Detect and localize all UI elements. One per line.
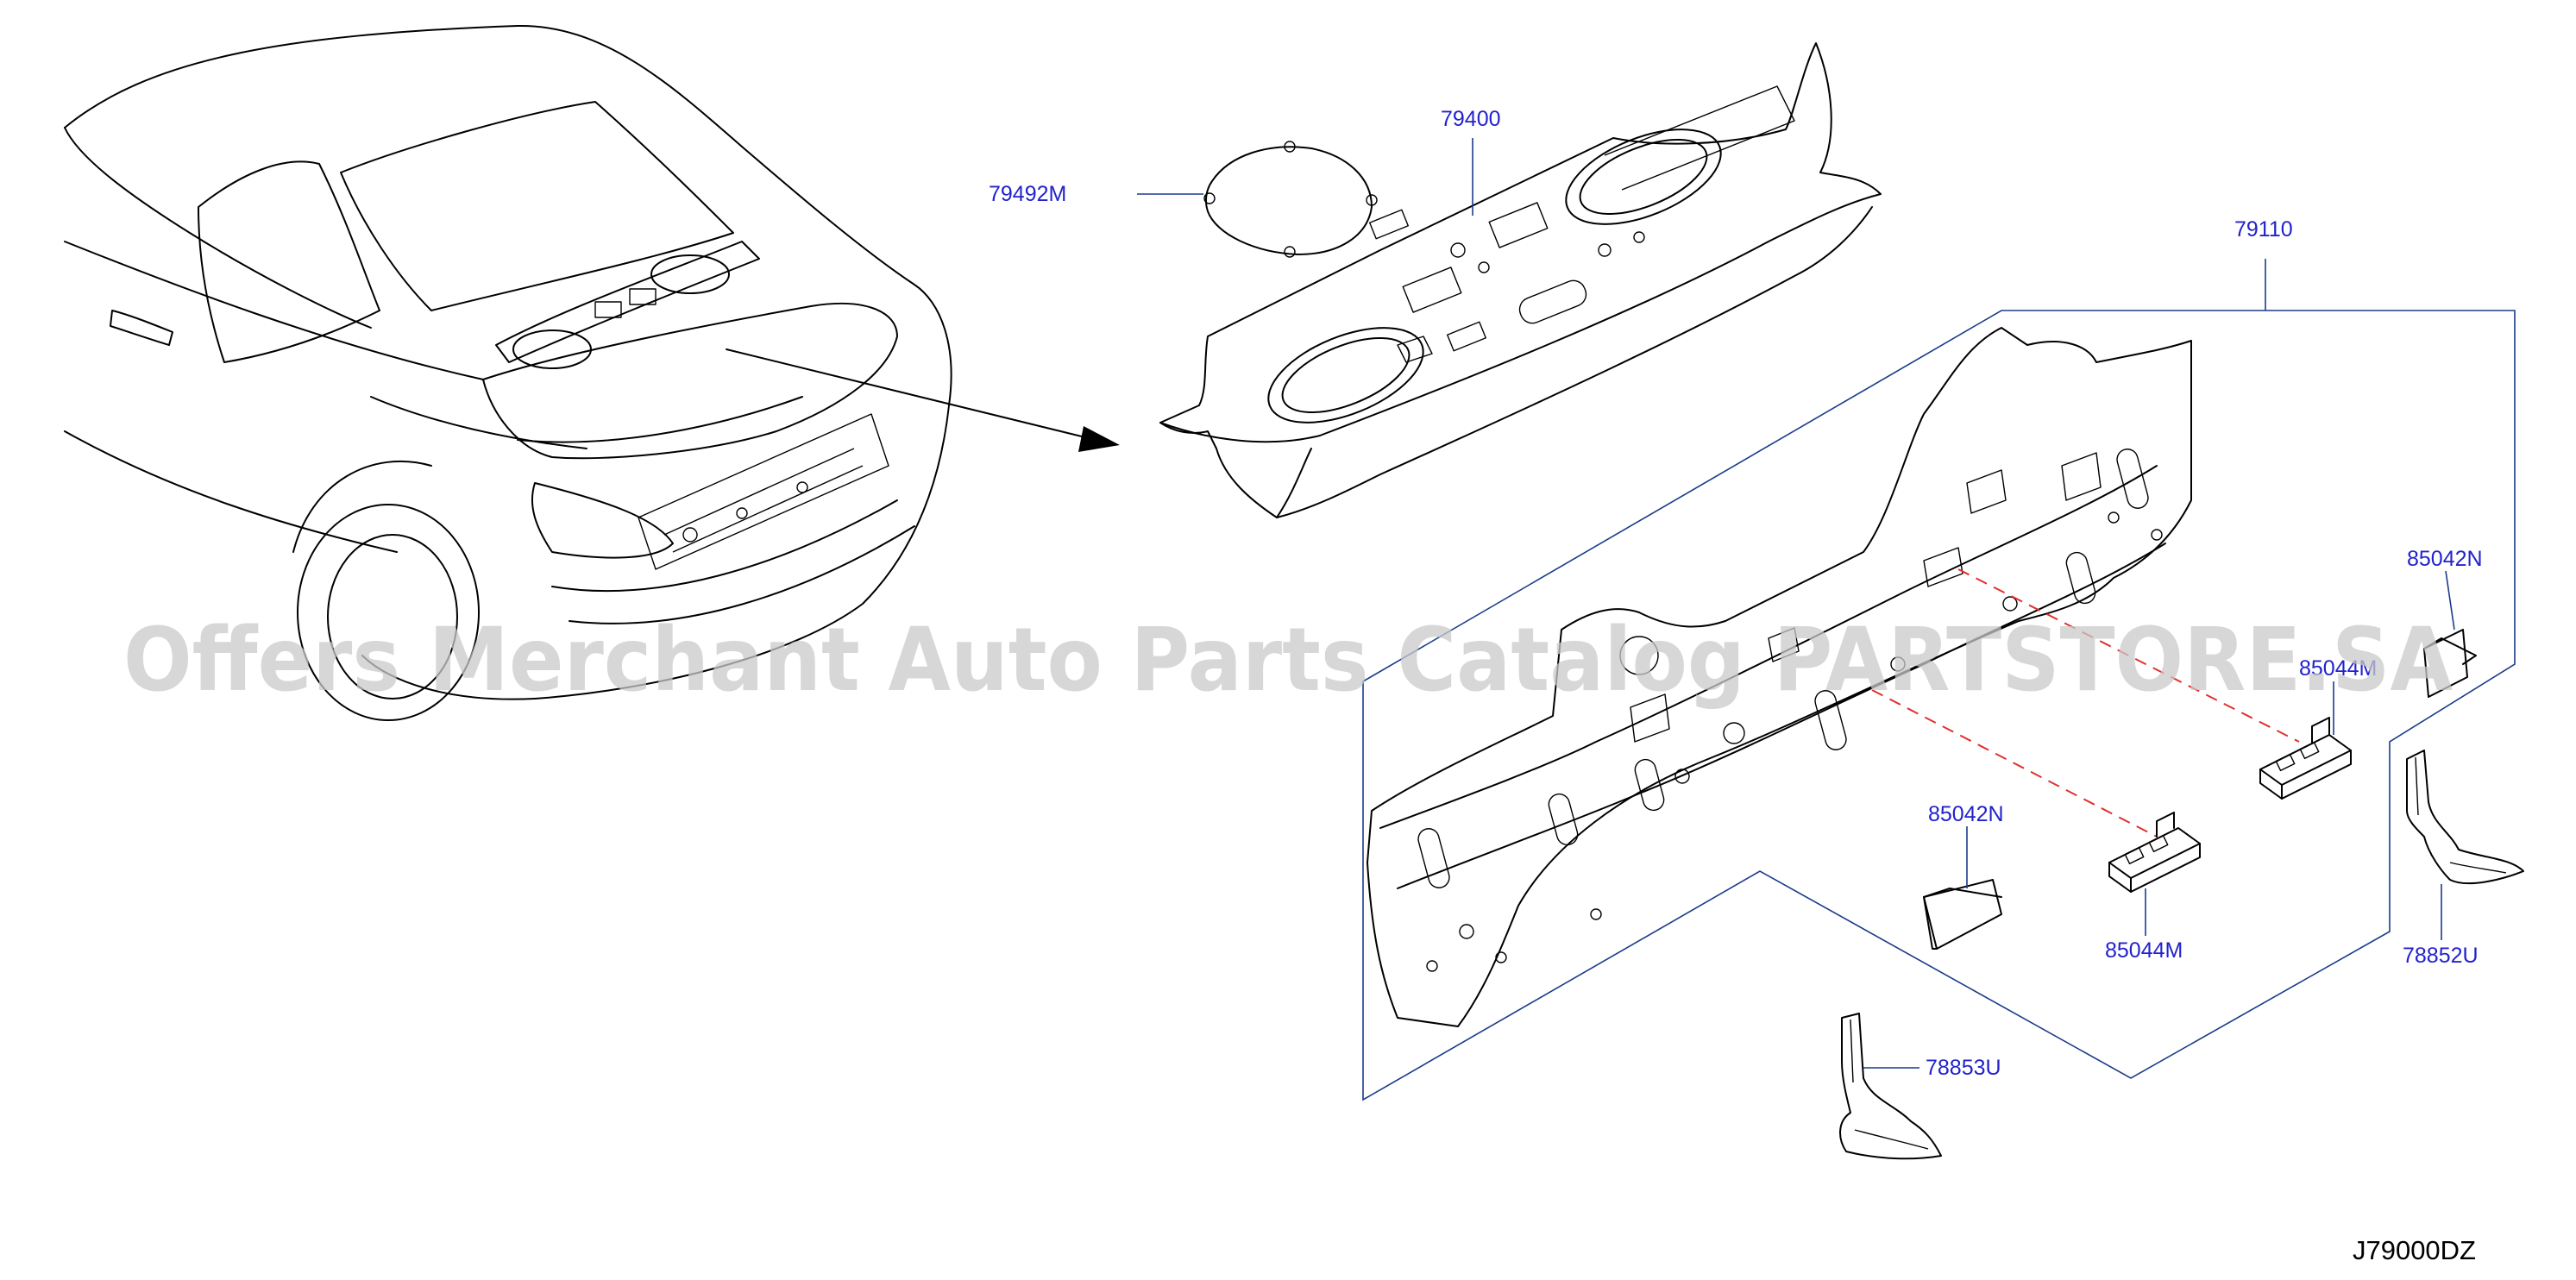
label-79110: 79110 [2234, 217, 2293, 242]
part-85044M-clip-center [2108, 812, 2201, 893]
label-85044M-right: 85044M [2299, 656, 2377, 681]
part-labels: 79400 79492M 79110 85042N 85044M 85042N … [989, 107, 2483, 1080]
part-79400-parcel-shelf [1159, 42, 1882, 518]
pointer-arrow [726, 348, 1120, 452]
diagram-reference-code: J79000DZ [2353, 1235, 2476, 1265]
label-79492M: 79492M [989, 182, 1066, 206]
label-78852U: 78852U [2403, 944, 2479, 968]
label-85042N-right: 85042N [2407, 547, 2483, 571]
label-78853U: 78853U [1926, 1056, 2001, 1080]
part-78853U-bracket [1839, 1013, 1942, 1160]
car-overview-illustration [64, 24, 952, 721]
alignment-dashes [1871, 568, 2300, 838]
leader-lines [1137, 138, 2455, 1069]
watermark-text: Offers Merchant Auto Parts Catalog PARTS… [123, 609, 2453, 712]
part-79110-rear-panel [1362, 310, 2516, 1101]
label-85044M-center: 85044M [2105, 938, 2183, 963]
part-85042N-pad-center [1923, 879, 2002, 950]
part-85042N-pad-right [2423, 629, 2477, 698]
part-79492M-speaker-cover [1203, 141, 1378, 258]
part-85044M-clip-right [2259, 717, 2352, 800]
part-78852U-bracket [2406, 750, 2524, 885]
label-79400: 79400 [1441, 107, 1501, 131]
label-85042N-center: 85042N [1928, 802, 2004, 826]
